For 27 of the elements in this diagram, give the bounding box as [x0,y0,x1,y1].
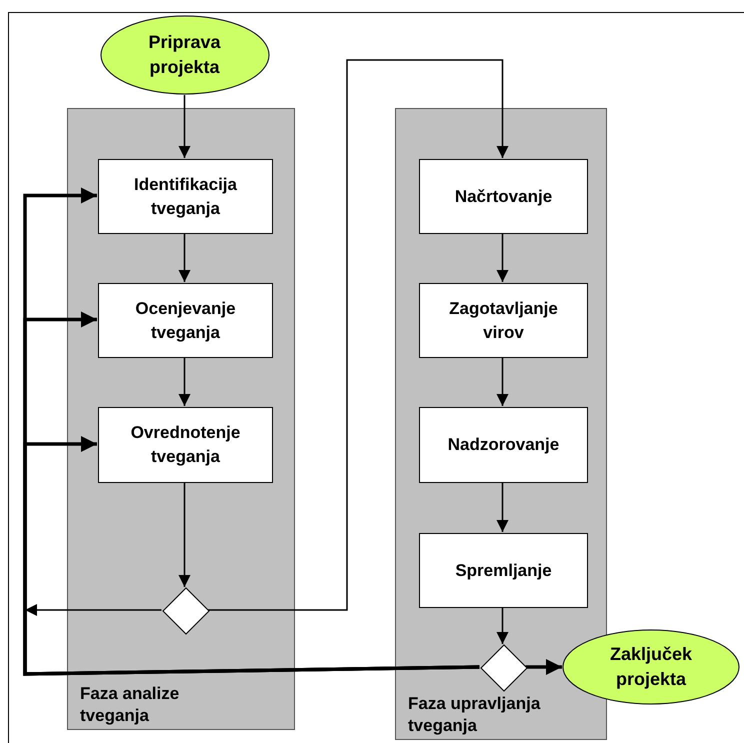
process-box: Načrtovanje [419,159,588,234]
lane-title: Faza analize tveganja [80,683,180,727]
process-box: Ovrednotenje tveganja [98,407,273,483]
arrow [25,604,162,616]
arrow [178,233,190,282]
arrow [496,482,508,532]
process-box: Spremljanje [419,533,588,608]
arrow [496,233,508,282]
arrow [178,357,190,406]
process-box: Ocenjevanje tveganja [98,283,273,358]
process-box: Nadzorovanje [419,407,588,483]
arrow [178,95,190,158]
arrow [496,357,508,406]
arrow [23,436,480,676]
terminal-ellipse: Priprava projekta [100,15,270,95]
arrow [208,59,508,611]
decision-diamond [480,645,526,691]
swimlane [395,108,607,740]
arrow [178,482,190,587]
swimlane [67,108,295,730]
arrow [496,607,508,644]
decision-diamond [162,588,208,634]
terminal-ellipse: Zaključek projekta [562,629,740,705]
process-box: Zagotavljanje virov [419,283,588,358]
arrow [526,659,562,675]
process-box: Identifikacija tveganja [98,159,273,234]
lane-title: Faza upravljanja tveganja [408,693,542,737]
